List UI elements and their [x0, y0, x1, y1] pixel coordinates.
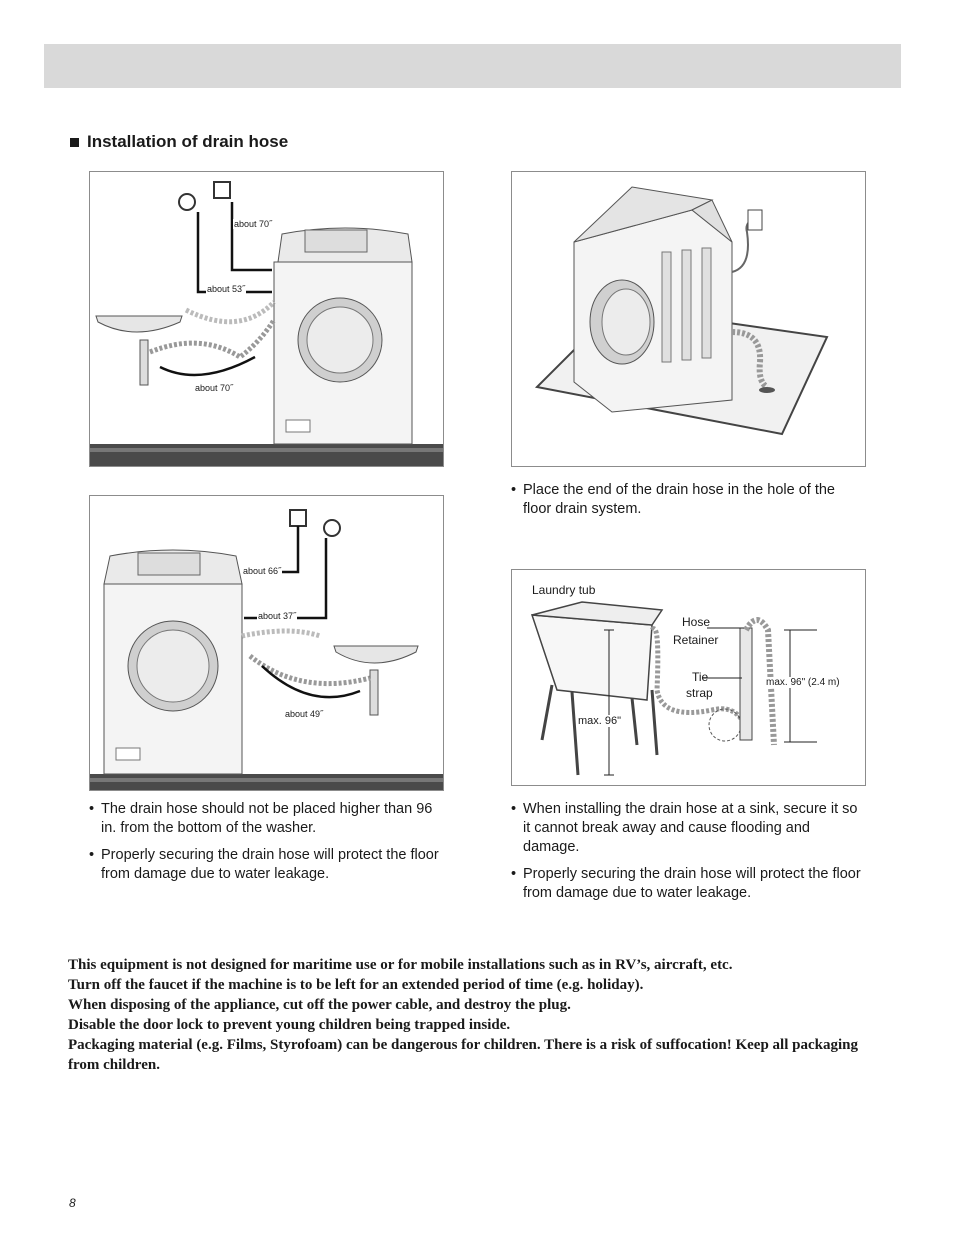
left-bottom-bullets: The drain hose should not be placed high…	[89, 800, 444, 892]
height-label: about 49˝	[284, 709, 325, 719]
warning-line: Turn off the faucet if the machine is to…	[68, 977, 644, 993]
washer-illustration-3	[90, 509, 443, 790]
bullet-item: The drain hose should not be placed high…	[89, 800, 444, 838]
warning-line: When disposing of the appliance, cut off…	[68, 997, 571, 1013]
hose-label: Hose	[682, 615, 711, 629]
height-label: about 37˝	[257, 611, 298, 621]
bullet-item: Properly securing the drain hose will pr…	[511, 865, 868, 903]
header-bar	[44, 44, 901, 88]
figure-drain-hose-sink: about 66˝ about 37˝ about 49˝	[89, 495, 444, 791]
page-number: 8	[69, 1196, 76, 1210]
right-bottom-bullets: When installing the drain hose at a sink…	[511, 800, 868, 911]
warning-line: Packaging material (e.g. Films, Styrofoa…	[68, 1037, 858, 1073]
washer-illustration-1	[90, 181, 443, 466]
height-label: about 70˝	[233, 219, 274, 229]
strap-label: strap	[686, 686, 713, 700]
washer-illustration-2	[534, 186, 829, 436]
section-title-text: Installation of drain hose	[87, 132, 289, 151]
warnings-block: This equipment is not designed for marit…	[68, 955, 878, 1075]
height-label: about 66˝	[242, 566, 283, 576]
bullet-item: Place the end of the drain hose in the h…	[511, 481, 866, 519]
warning-line: This equipment is not designed for marit…	[68, 957, 733, 973]
figure-drain-hose-heights: about 70˝ about 53˝ about 70˝	[89, 171, 444, 467]
max-height-label-right: max. 96" (2.4 m)	[765, 677, 841, 688]
height-label: about 70˝	[194, 383, 235, 393]
warning-line: Disable the door lock to prevent young c…	[68, 1017, 511, 1033]
bullet-item: Properly securing the drain hose will pr…	[89, 846, 444, 884]
height-label: about 53˝	[206, 284, 247, 294]
right-top-bullets: Place the end of the drain hose in the h…	[511, 481, 866, 527]
square-bullet-icon	[70, 137, 79, 147]
bullet-item: When installing the drain hose at a sink…	[511, 800, 868, 857]
laundry-tub-label: Laundry tub	[532, 583, 596, 597]
tie-label: Tie	[692, 670, 709, 684]
section-title: Installation of drain hose	[70, 132, 288, 152]
max-height-label-left: max. 96"	[577, 715, 623, 727]
figure-floor-drain	[511, 171, 866, 467]
laundry-tub-illustration	[530, 601, 817, 776]
figure-laundry-tub: Laundry tub Hose Retainer Tie strap max.…	[511, 569, 866, 786]
retainer-label: Retainer	[673, 633, 719, 647]
